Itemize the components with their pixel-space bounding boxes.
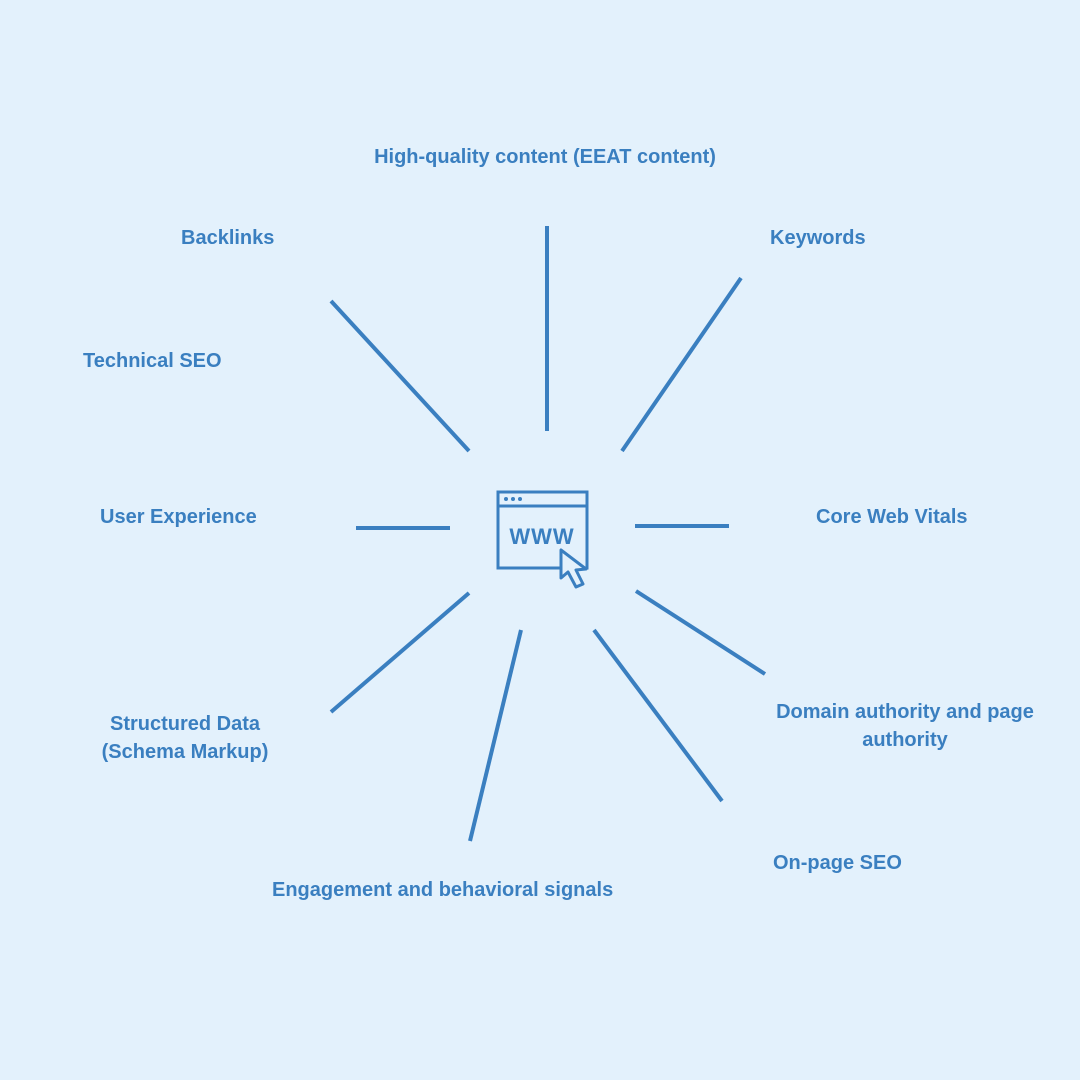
connector-line-structured-data	[329, 591, 471, 714]
label-keywords: Keywords	[770, 227, 866, 249]
label-structured-data-line1: Structured Data	[109, 713, 261, 735]
label-backlinks: Backlinks	[181, 227, 275, 249]
label-engagement: Engagement and behavioral signals	[272, 879, 614, 901]
connector-line-backlinks	[329, 299, 471, 453]
label-domain-authority: Domain authority and page authority	[755, 698, 1055, 754]
label-domain-authority-line1: Domain authority and page	[776, 701, 1034, 723]
connector-line-domain-authority	[634, 589, 767, 676]
browser-window-cursor-icon: WWW	[496, 490, 589, 589]
label-user-experience: User Experience	[100, 506, 257, 528]
label-on-page-seo: On-page SEO	[773, 852, 902, 874]
connector-line-engagement	[468, 629, 523, 842]
label-structured-data-line2: (Schema Markup)	[101, 741, 269, 763]
label-high-quality-content: High-quality content (EEAT content)	[374, 146, 716, 168]
label-technical-seo: Technical SEO	[83, 350, 222, 372]
label-core-web-vitals: Core Web Vitals	[816, 506, 968, 528]
center-icon-text: WWW	[509, 524, 574, 549]
cursor-icon	[559, 548, 588, 589]
connector-line-on-page-seo	[592, 628, 724, 803]
connector-line-keywords	[620, 276, 743, 453]
label-structured-data: Structured Data (Schema Markup)	[60, 710, 310, 766]
label-domain-authority-line2: authority	[862, 729, 948, 751]
